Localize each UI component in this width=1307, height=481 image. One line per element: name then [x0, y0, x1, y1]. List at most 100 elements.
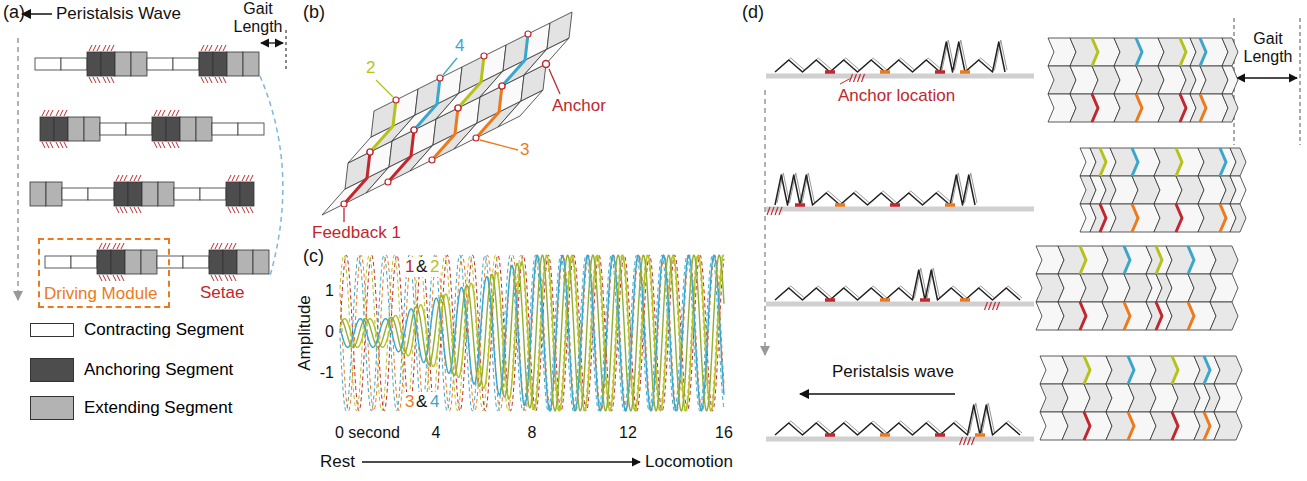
top-view-cell [1210, 274, 1238, 302]
top-view-cell [1106, 356, 1134, 384]
contact-point [975, 433, 985, 437]
panel-label: (b) [303, 2, 325, 23]
callout-number: 2 [429, 257, 440, 277]
ampersand: & [415, 257, 428, 277]
body-segment [71, 256, 97, 268]
vertex-dot [385, 179, 391, 185]
time-arrow [764, 90, 766, 355]
setae [93, 77, 96, 83]
top-view-cell [1214, 384, 1242, 412]
setae [97, 77, 100, 83]
top-view-cell [1114, 94, 1142, 122]
body-segment [100, 123, 126, 135]
crease-actuator [1124, 302, 1130, 330]
crease-actuator [1220, 204, 1226, 232]
body-segment [46, 182, 62, 206]
setae [60, 142, 63, 148]
crease-actuator [1176, 204, 1182, 232]
setae [225, 243, 228, 249]
crease-actuator [414, 78, 440, 130]
setae [228, 175, 231, 181]
contact-point [835, 203, 845, 207]
crease-actuator [1156, 246, 1162, 274]
setae [233, 243, 236, 249]
body-segment [125, 250, 141, 274]
tick-label: 0 second [335, 424, 400, 442]
body-segment [238, 123, 264, 135]
phase-label: Locomotion [645, 452, 733, 472]
setae [201, 77, 204, 83]
anchor-hatch [779, 207, 782, 215]
body-segment [54, 117, 68, 141]
vertex-dot [393, 97, 399, 103]
setae [158, 110, 161, 116]
setae [56, 110, 59, 116]
callout-number: 3 [520, 140, 529, 160]
panel-label: (c) [303, 246, 324, 267]
setae [64, 110, 67, 116]
contact-point [935, 433, 945, 437]
vertex-dot [499, 83, 505, 89]
ground [766, 74, 1034, 79]
setae [219, 45, 222, 51]
crease-actuator [1100, 204, 1106, 232]
crease-actuator [1084, 412, 1090, 440]
crease-actuator [1132, 148, 1138, 176]
top-view-cell [1230, 204, 1246, 232]
leader-line [443, 58, 457, 75]
legend-item: Contracting Segment [30, 320, 244, 340]
vertex-dot [367, 149, 373, 155]
top-view-cell [1214, 412, 1242, 440]
contact-point [945, 203, 955, 207]
vertex-dot [367, 149, 373, 155]
anchor-hatch [767, 207, 770, 215]
setae [120, 175, 123, 181]
setae [250, 207, 253, 213]
top-view-cell [1222, 38, 1238, 66]
setae [219, 275, 222, 281]
body-segment [97, 250, 111, 274]
body-segment [111, 250, 125, 274]
gait-label: Gait Length [229, 0, 287, 35]
contact-point [920, 298, 930, 302]
setae [60, 110, 63, 116]
tick-label: -1 [320, 364, 334, 382]
setae [134, 207, 137, 213]
setae [138, 175, 141, 181]
setae [236, 207, 239, 213]
vertex-dot [429, 157, 435, 163]
tick-label: 0 [325, 323, 334, 341]
body-segment [35, 58, 61, 70]
tick-label: 16 [715, 424, 733, 442]
leader-line [343, 208, 344, 222]
setae [172, 110, 175, 116]
top-view-cell [1058, 302, 1086, 330]
setae [107, 45, 110, 51]
body-segment [183, 256, 209, 268]
setae [162, 110, 165, 116]
setae [138, 207, 141, 213]
vertex-dot [481, 53, 487, 59]
setae [97, 45, 100, 51]
crease-actuator [1080, 246, 1086, 274]
setae [229, 243, 232, 249]
anchor-hatch [989, 302, 992, 310]
contact-point [825, 298, 835, 302]
body-segment [174, 188, 200, 200]
vertex-dot [473, 135, 479, 141]
body-segment [61, 58, 87, 70]
gait-arrow [261, 42, 283, 43]
crease-actuator [458, 56, 484, 108]
anchor-hatch [960, 437, 963, 445]
setae [99, 275, 102, 281]
setae [205, 77, 208, 83]
gait-label: Gait Length [1239, 30, 1297, 65]
side-view-sheet [775, 270, 1020, 300]
body-segment [243, 52, 259, 76]
callout-number: 3 [404, 392, 415, 412]
legend-item: Extending Segment [30, 396, 232, 420]
leader-line [480, 140, 518, 150]
crease-actuator [370, 100, 396, 152]
body-segment [199, 52, 213, 76]
contact-point [935, 70, 945, 74]
